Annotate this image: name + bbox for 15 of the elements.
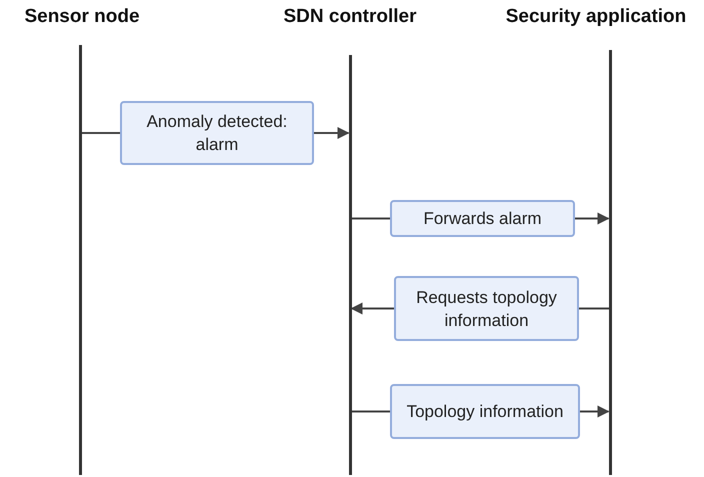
- connector-line: [80, 132, 120, 134]
- arrow: [575, 212, 610, 224]
- message-box: Topology information: [390, 384, 580, 439]
- arrow: [350, 302, 394, 314]
- arrow: [314, 127, 350, 139]
- lifeline-header: Security application: [504, 6, 688, 28]
- connector-line: [350, 410, 390, 412]
- connector-line: [579, 308, 610, 310]
- lifeline-header: SDN controller: [282, 6, 418, 28]
- message-box: Requests topology information: [394, 276, 579, 341]
- message-box: Forwards alarm: [390, 200, 575, 237]
- arrow: [580, 406, 610, 418]
- connector-line: [350, 218, 390, 220]
- message-box: Anomaly detected: alarm: [120, 101, 314, 165]
- lifeline-header: Sensor node: [23, 6, 141, 28]
